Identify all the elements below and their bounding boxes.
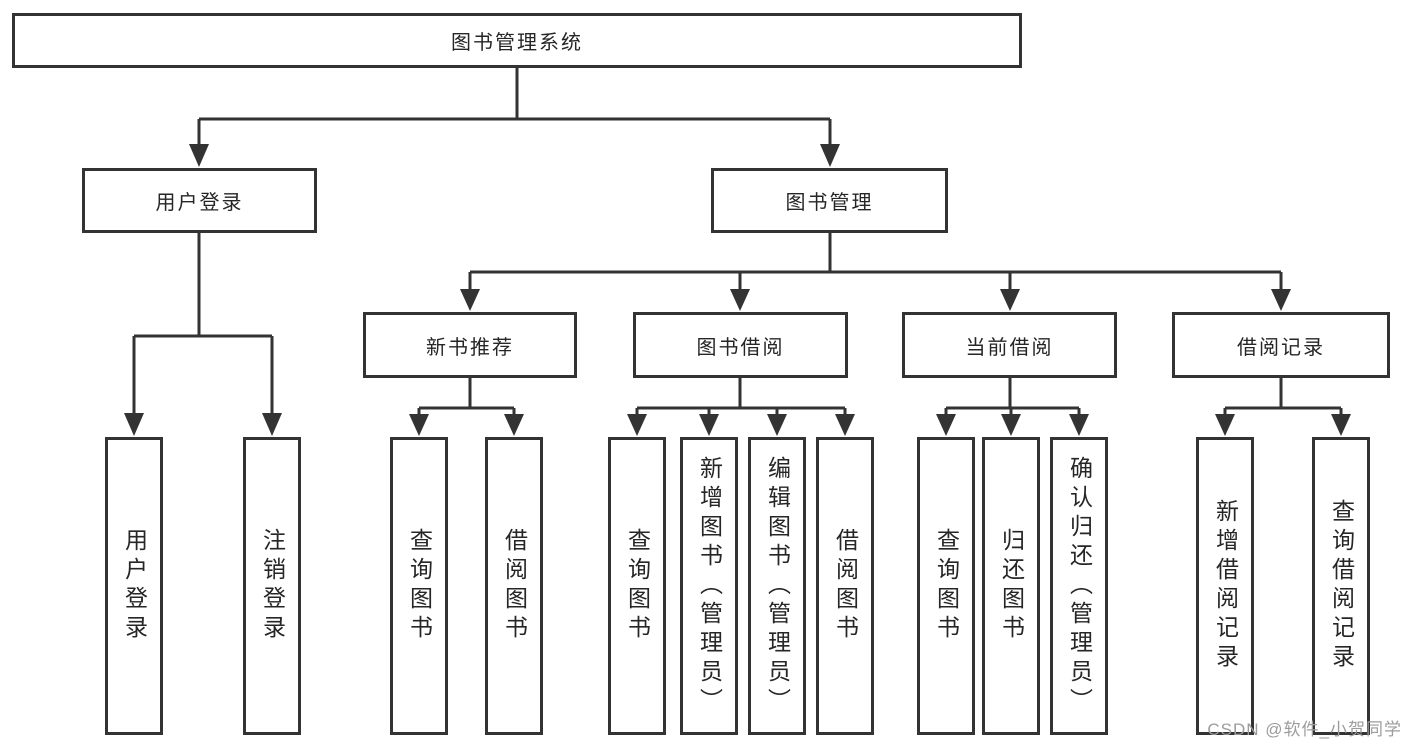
leaf-current-return-books: 归还图书 bbox=[982, 437, 1040, 735]
node-book-management: 图书管理 bbox=[711, 168, 948, 233]
arrowhead-down-icon bbox=[1069, 414, 1089, 436]
arrowhead-down-icon bbox=[627, 414, 647, 436]
connector-user-login-to-leaves bbox=[124, 233, 282, 436]
csdn-watermark: CSDN @软件_小贺同学 bbox=[1207, 720, 1402, 739]
node-current-borrowing: 当前借阅 bbox=[902, 312, 1117, 378]
connector-current-borrowing-to-leaves bbox=[936, 378, 1089, 436]
arrowhead-down-icon bbox=[1271, 289, 1291, 311]
connector-book-borrowing-to-leaves bbox=[627, 378, 855, 436]
arrowhead-down-icon bbox=[730, 289, 750, 311]
arrowhead-down-icon bbox=[409, 414, 429, 436]
node-user-login: 用户登录 bbox=[82, 168, 317, 233]
leaf-records-add-record: 新增借阅记录 bbox=[1196, 437, 1254, 735]
leaf-borrowing-edit-books-admin: 编辑图书（管理员） bbox=[748, 437, 806, 735]
leaf-current-query-books: 查询图书 bbox=[917, 437, 975, 735]
arrowhead-down-icon bbox=[820, 144, 840, 167]
connector-new-books-to-leaves bbox=[409, 378, 524, 436]
leaf-new-books-borrow-books: 借阅图书 bbox=[485, 437, 543, 735]
leaf-logout: 注销登录 bbox=[243, 437, 301, 735]
leaf-borrowing-add-books-admin: 新增图书（管理员） bbox=[680, 437, 738, 735]
arrowhead-down-icon bbox=[936, 414, 956, 436]
connector-book-management-to-level3 bbox=[460, 233, 1291, 311]
node-book-borrowing: 图书借阅 bbox=[633, 312, 848, 378]
leaf-borrowing-borrow-books: 借阅图书 bbox=[816, 437, 874, 735]
arrowhead-down-icon bbox=[504, 414, 524, 436]
arrowhead-down-icon bbox=[460, 289, 480, 311]
arrowhead-down-icon bbox=[835, 414, 855, 436]
arrowhead-down-icon bbox=[189, 144, 209, 167]
arrowhead-down-icon bbox=[699, 414, 719, 436]
leaf-current-confirm-return-admin: 确认归还（管理员） bbox=[1050, 437, 1108, 735]
arrowhead-down-icon bbox=[1331, 414, 1351, 436]
arrowhead-down-icon bbox=[124, 413, 144, 436]
node-root-system: 图书管理系统 bbox=[12, 13, 1022, 68]
arrowhead-down-icon bbox=[1215, 414, 1235, 436]
connector-root-to-level2 bbox=[189, 68, 840, 167]
leaf-borrowing-query-books: 查询图书 bbox=[608, 437, 666, 735]
node-new-book-recommendation: 新书推荐 bbox=[363, 312, 577, 378]
connector-borrowing-records-to-leaves bbox=[1215, 378, 1351, 436]
arrowhead-down-icon bbox=[1001, 414, 1021, 436]
leaf-new-books-query-books: 查询图书 bbox=[390, 437, 448, 735]
leaf-user-login: 用户登录 bbox=[105, 437, 163, 735]
arrowhead-down-icon bbox=[1000, 289, 1020, 311]
arrowhead-down-icon bbox=[262, 413, 282, 436]
arrowhead-down-icon bbox=[767, 414, 787, 436]
node-borrowing-records: 借阅记录 bbox=[1172, 312, 1390, 378]
leaf-records-query-record: 查询借阅记录 bbox=[1312, 437, 1370, 735]
